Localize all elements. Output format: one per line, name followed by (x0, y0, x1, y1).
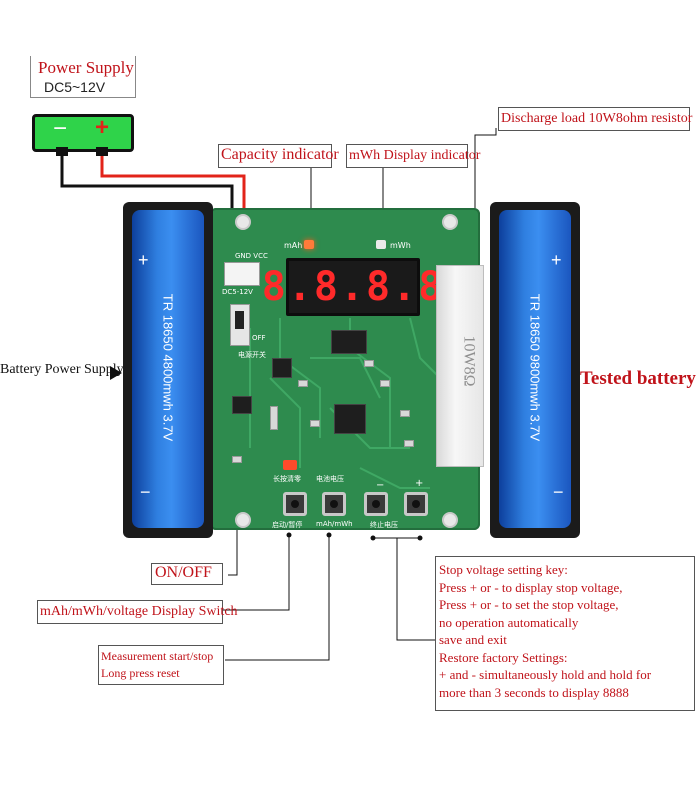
plus-button[interactable] (404, 492, 428, 516)
left-battery-minus: − (140, 482, 151, 502)
transistor (272, 358, 292, 378)
start-pause-button[interactable] (283, 492, 307, 516)
capacity-indicator-label: Capacity indicator (218, 144, 339, 168)
tested-battery-label: Tested battery (580, 368, 696, 389)
bracket-dot-left (370, 535, 376, 541)
stop-voltage-line: Press + or - to display stop voltage, (439, 579, 623, 595)
display-switch-label: mAh/mWh/voltage Display Switch (37, 600, 238, 624)
smd-part (404, 440, 414, 447)
measurement-connector (225, 535, 330, 661)
stop-voltage-connector (396, 538, 437, 641)
on-off-label: ON/OFF (151, 563, 223, 585)
minus-pcb-label: − (376, 480, 385, 491)
plus-pcb-label: + (415, 478, 424, 489)
right-battery-plus: + (551, 250, 562, 270)
measurement-label: Measurement start/stop Long press reset (98, 645, 224, 685)
battery-power-supply-label: Battery Power Supply (0, 362, 124, 377)
ic-chip (331, 330, 367, 354)
status-led (283, 460, 297, 470)
measure-dot (326, 532, 332, 538)
mah-pcb-label: mAh (284, 241, 303, 250)
pin-header (270, 406, 278, 430)
start-pause-label: 启动/暂停 (272, 521, 303, 529)
smd-part (380, 380, 390, 387)
dc-input-label: DC5-12V (222, 288, 253, 296)
battery-supply-arrow (110, 366, 122, 380)
power-supply-title: Power Supply (38, 58, 134, 77)
discharge-resistor: 10W8Ω (436, 265, 484, 467)
bracket-dot-right (417, 535, 423, 541)
stop-voltage-info-box: Stop voltage setting key: Press + or - t… (435, 556, 695, 711)
battery-voltage-label: 电池电压 (316, 475, 344, 483)
right-battery-cell: TR 18650 9800mwh 3.7V + − (499, 210, 571, 528)
mount-hole (442, 214, 458, 230)
seven-segment-display: 8.8.8.8 (262, 258, 442, 316)
power-switch-slider[interactable] (235, 311, 244, 329)
stop-voltage-line: no operation automatically (439, 614, 579, 630)
left-battery-cell: TR 18650 4800mwh 3.7V + − (132, 210, 204, 528)
power-supply-voltage: DC5~12V (44, 79, 106, 95)
psu-minus-sign: − (53, 115, 68, 142)
power-switch-label: 电源开关 (238, 351, 266, 359)
measurement-line-2: Long press reset (101, 666, 180, 680)
mount-hole (235, 214, 251, 230)
gnd-vcc-label: GND VCC (235, 252, 268, 260)
mount-hole (235, 512, 251, 528)
ic-chip (334, 404, 366, 434)
measurement-line-1: Measurement start/stop (101, 649, 214, 663)
stop-voltage-line: save and exit (439, 632, 507, 647)
stop-voltage-line: Press + or - to set the stop voltage, (439, 597, 619, 612)
stop-voltage-line: + and - simultaneously hold and hold for (439, 667, 652, 682)
display-switch-connector (222, 535, 290, 611)
smd-part (310, 420, 320, 427)
psu-plus-sign: + (95, 114, 110, 141)
power-switch[interactable] (230, 304, 250, 346)
mwh-pcb-label: mWh (390, 241, 411, 250)
smd-part (364, 360, 374, 367)
minus-button[interactable] (364, 492, 388, 516)
capacity-led (304, 240, 314, 249)
smd-part (232, 456, 242, 463)
mah-mwh-label: mAh/mWh (316, 520, 353, 528)
stop-voltage-pcb-label: 终止电压 (370, 521, 398, 529)
psu-positive-terminal (96, 147, 108, 156)
mwh-indicator-label: mWh Display indicator (346, 144, 480, 168)
long-press-label: 长按清零 (273, 475, 301, 483)
power-connector (224, 262, 260, 286)
mount-hole (442, 512, 458, 528)
resistor-marking: 10W8Ω (460, 335, 478, 387)
smd-part (400, 410, 410, 417)
psu-negative-terminal (56, 147, 68, 156)
smd-part (298, 380, 308, 387)
switch-dot (286, 532, 292, 538)
stop-voltage-line: Restore factory Settings: (439, 649, 568, 665)
off-label: OFF (252, 334, 266, 342)
discharge-load-label: Discharge load 10W8ohm resistor (498, 107, 692, 131)
right-battery-minus: − (553, 482, 564, 502)
stop-voltage-line: Stop voltage setting key: (439, 562, 568, 577)
display-digits: 8.8.8.8 (261, 264, 445, 310)
right-battery-text: TR 18650 9800mwh 3.7V (527, 293, 543, 442)
power-supply-unit: − + (32, 114, 134, 152)
mah-mwh-button[interactable] (322, 492, 346, 516)
load-connector (474, 128, 497, 265)
power-supply-frame (30, 56, 136, 98)
transistor (232, 396, 252, 414)
left-battery-plus: + (138, 250, 149, 270)
left-battery-text: TR 18650 4800mwh 3.7V (160, 293, 176, 442)
stop-voltage-line: more than 3 seconds to display 8888 (439, 684, 629, 700)
mwh-led (376, 240, 386, 249)
